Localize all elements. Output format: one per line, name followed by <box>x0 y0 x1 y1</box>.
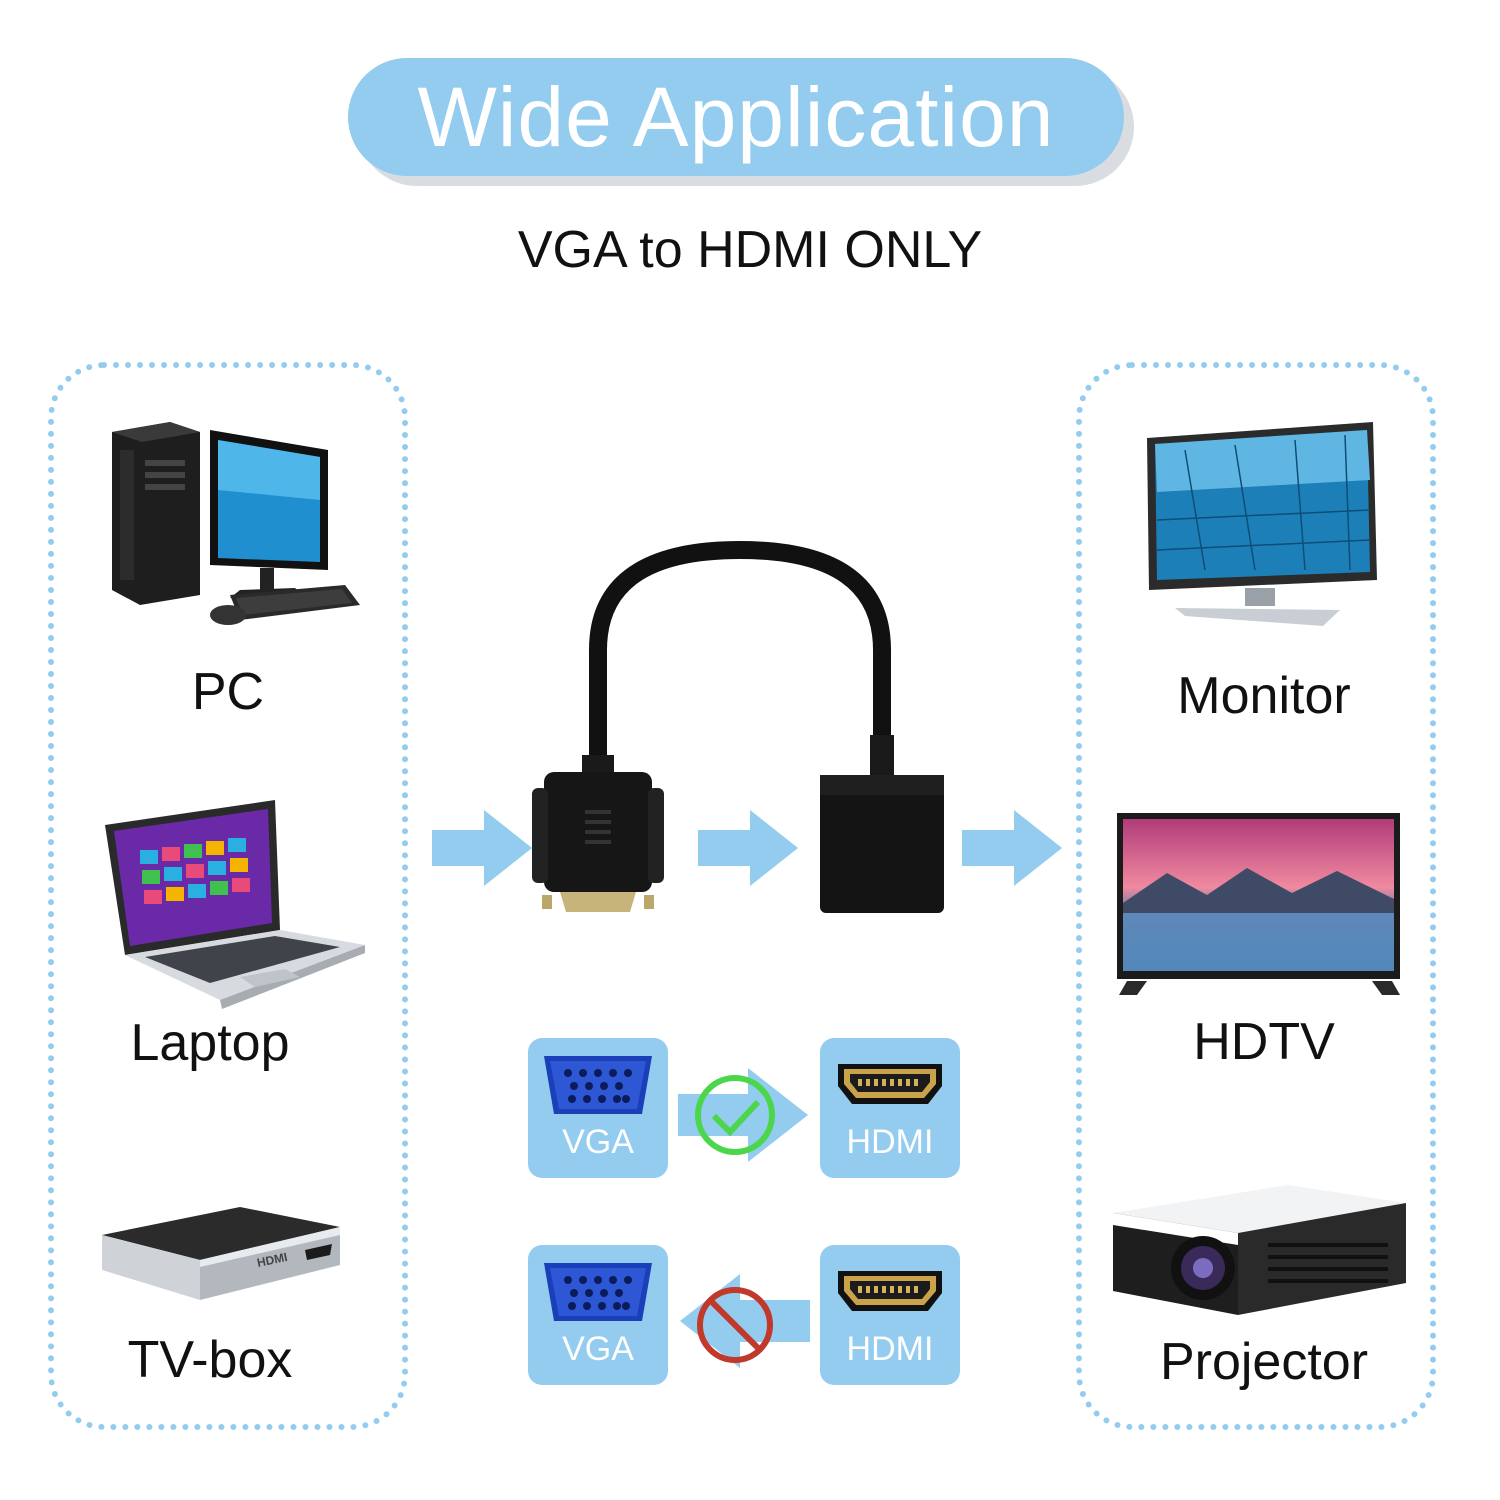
tvbox-label: TV-box <box>127 1331 293 1389</box>
monitor-icon <box>1147 422 1377 626</box>
hdmi-box-connector <box>820 775 944 913</box>
arrow-right-icon <box>962 810 1062 886</box>
projector-label: Projector <box>1159 1333 1369 1391</box>
hdmi-card: HDMI <box>820 1038 960 1178</box>
vga-to-hdmi-adapter <box>532 540 944 913</box>
tvbox-hdmi-mark: HDMI <box>256 1250 289 1270</box>
arrow-right-icon <box>698 810 798 886</box>
vga-port-icon <box>544 1056 652 1114</box>
tvbox-device: HDMI <box>100 1205 345 1305</box>
vga-card: VGA <box>528 1038 668 1178</box>
pc-label: PC <box>191 663 265 721</box>
hdtv-icon <box>1117 813 1400 995</box>
pc-icon <box>112 422 360 625</box>
vga-card-reverse: VGA <box>528 1245 668 1385</box>
monitor-device <box>1145 420 1380 630</box>
hdmi-port-icon <box>838 1271 942 1311</box>
monitor-label: Monitor <box>1177 667 1351 725</box>
source-devices-panel <box>48 362 408 1430</box>
hdmi-card-reverse-label: HDMI <box>846 1330 934 1368</box>
vga-card-reverse-label: VGA <box>562 1330 634 1368</box>
hdmi-card-reverse: HDMI <box>820 1245 960 1385</box>
page-title: Wide Application <box>417 69 1055 164</box>
projector-device <box>1108 1183 1408 1323</box>
target-devices-panel <box>1076 362 1436 1430</box>
prohibited-icon <box>697 1287 773 1363</box>
pc-device <box>100 420 370 630</box>
page-subtitle: VGA to HDMI ONLY <box>517 221 983 279</box>
hdtv-label: HDTV <box>1193 1013 1335 1071</box>
laptop-icon <box>105 800 365 1009</box>
vga-port-icon <box>544 1263 652 1321</box>
hdmi-card-label: HDMI <box>846 1123 934 1161</box>
hdtv-device <box>1117 813 1402 998</box>
arrow-right-icon <box>432 810 532 886</box>
vga-connector <box>532 772 664 912</box>
projector-icon <box>1113 1185 1406 1315</box>
title-pill: Wide Application <box>348 58 1124 176</box>
vga-card-label: VGA <box>562 1123 634 1161</box>
laptop-device <box>100 795 370 1015</box>
tvbox-icon: HDMI <box>102 1207 340 1300</box>
hdmi-port-icon <box>838 1064 942 1104</box>
laptop-label: Laptop <box>130 1014 290 1072</box>
check-icon <box>695 1075 775 1155</box>
